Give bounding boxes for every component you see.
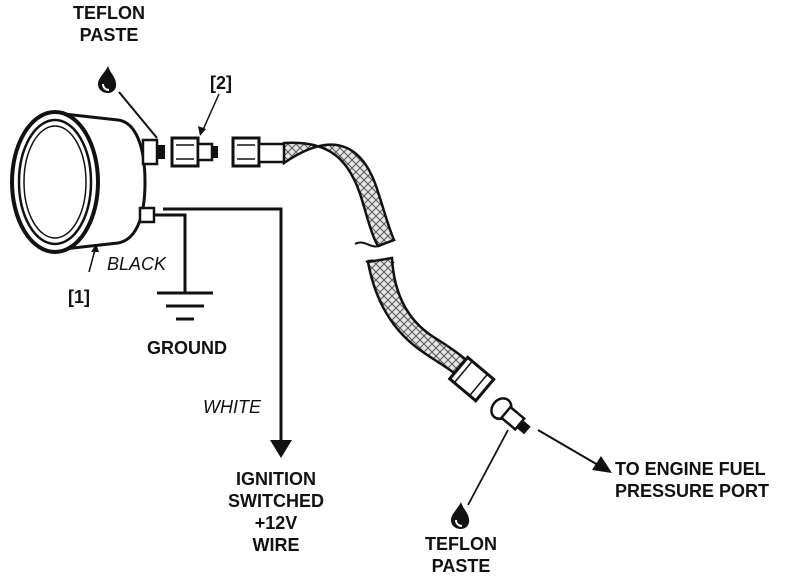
black-wire-label: BLACK [107, 254, 167, 274]
port-adapter [490, 397, 531, 435]
engine-port-label: TO ENGINE FUEL PRESSURE PORT [615, 459, 770, 501]
gauge [10, 110, 165, 254]
arrow-right-icon [537, 429, 599, 466]
adapter-fitting [170, 136, 218, 168]
gauge-callout: [1] [68, 287, 90, 307]
ignition-label: IGNITION SWITCHED +12V WIRE [228, 469, 324, 555]
ground-symbol-icon [157, 291, 213, 321]
black-wire [163, 213, 187, 293]
white-wire-label: WHITE [203, 397, 261, 417]
hose-fitting-gauge-end [231, 136, 287, 168]
teflon-leader-top [118, 91, 158, 139]
hose-fitting-engine-end [447, 355, 496, 403]
teflon-paste-label-top: TEFLON PASTE [73, 3, 145, 45]
braided-hose-upper [282, 141, 396, 248]
braided-hose-lower [366, 256, 474, 380]
arrow-down-icon [270, 440, 292, 458]
teflon-leader-bottom [467, 429, 509, 506]
white-wire [163, 207, 283, 445]
ground-label: GROUND [147, 338, 227, 358]
teflon-paste-label-bottom: TEFLON PASTE [425, 534, 497, 576]
adapter-callout: [2] [210, 73, 232, 93]
